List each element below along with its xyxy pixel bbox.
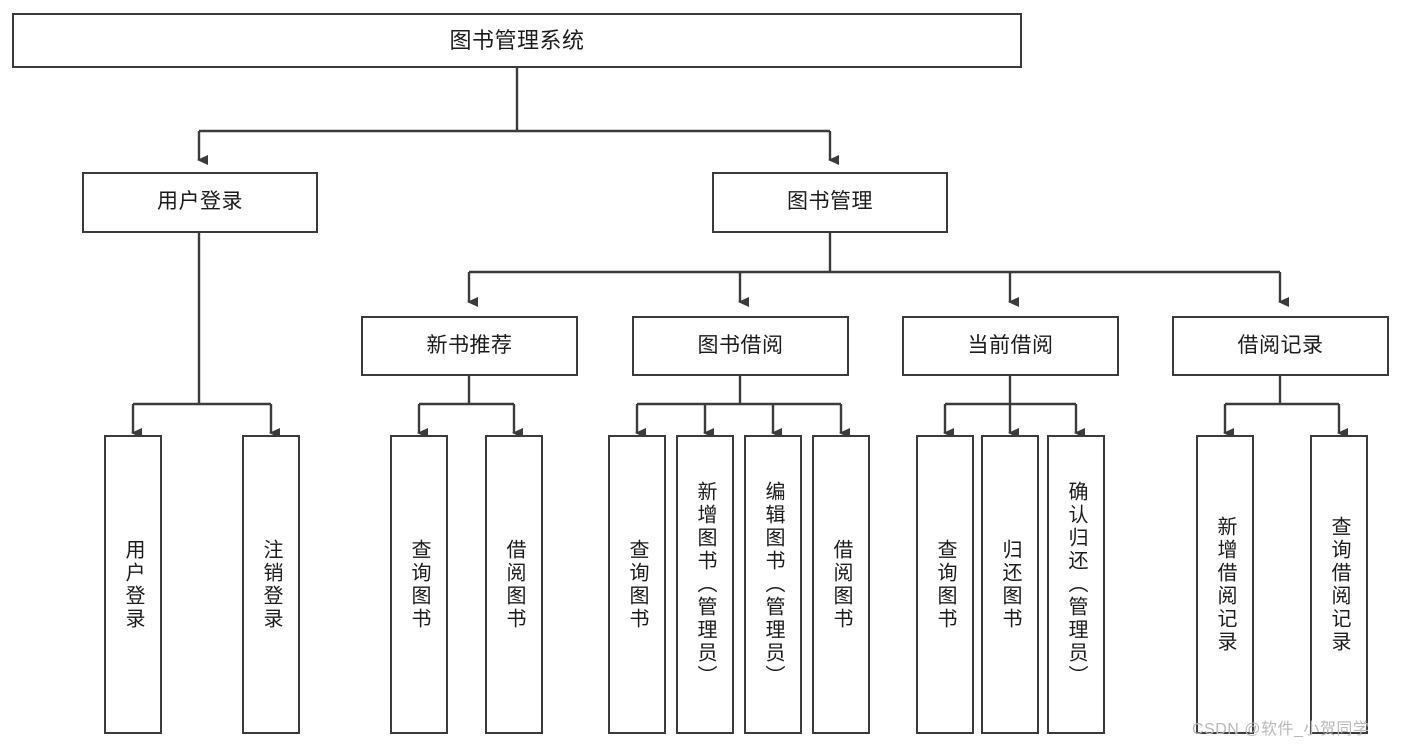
leaf-new-book-query[interactable]: 查询图书 xyxy=(390,435,448,734)
leaf-current-return-book[interactable]: 归还图书 xyxy=(981,435,1039,734)
node-user-login[interactable]: 用户登录 xyxy=(82,172,318,233)
leaf-user-login-login[interactable]: 用户登录 xyxy=(104,435,162,734)
node-label: 查询借阅记录 xyxy=(1328,515,1350,654)
node-label: 用户登录 xyxy=(122,538,144,631)
leaf-record-add-record[interactable]: 新增借阅记录 xyxy=(1196,435,1254,734)
leaf-borrow-add-book[interactable]: 新增图书（管理员） xyxy=(676,435,734,734)
node-book-management[interactable]: 图书管理 xyxy=(712,172,948,233)
node-label: 借阅记录 xyxy=(1237,333,1324,357)
csdn-watermark: CSDN @软件_小贺同学 xyxy=(1192,721,1370,738)
node-label: 查询图书 xyxy=(934,538,956,631)
node-label: 借阅图书 xyxy=(503,538,525,631)
leaf-borrow-borrow-book[interactable]: 借阅图书 xyxy=(812,435,870,734)
node-label: 新书推荐 xyxy=(426,333,513,357)
node-new-book-recommend[interactable]: 新书推荐 xyxy=(361,316,578,376)
node-label: 查询图书 xyxy=(408,538,430,631)
leaf-current-confirm-return[interactable]: 确认归还（管理员） xyxy=(1047,435,1105,734)
node-label: 查询图书 xyxy=(626,538,648,631)
node-borrow-record[interactable]: 借阅记录 xyxy=(1172,316,1389,376)
node-label: 确认归还（管理员） xyxy=(1065,481,1087,688)
node-label: 图书借阅 xyxy=(697,333,784,357)
leaf-borrow-edit-book[interactable]: 编辑图书（管理员） xyxy=(744,435,802,734)
node-label: 新增借阅记录 xyxy=(1214,515,1236,654)
node-label: 归还图书 xyxy=(999,538,1021,631)
node-book-borrow[interactable]: 图书借阅 xyxy=(632,316,849,376)
node-label: 借阅图书 xyxy=(830,538,852,631)
node-label: 编辑图书（管理员） xyxy=(762,481,784,688)
node-label: 新增图书（管理员） xyxy=(694,481,716,688)
node-current-borrow[interactable]: 当前借阅 xyxy=(902,316,1119,376)
leaf-user-login-logout[interactable]: 注销登录 xyxy=(242,435,300,734)
node-root-system[interactable]: 图书管理系统 xyxy=(12,13,1022,68)
node-label: 图书管理系统 xyxy=(449,27,585,53)
leaf-current-query-book[interactable]: 查询图书 xyxy=(916,435,974,734)
node-label: 图书管理 xyxy=(787,190,873,214)
node-label: 当前借阅 xyxy=(967,333,1054,357)
node-label: 注销登录 xyxy=(260,538,282,631)
leaf-borrow-query-book[interactable]: 查询图书 xyxy=(608,435,666,734)
leaf-record-query-record[interactable]: 查询借阅记录 xyxy=(1310,435,1368,734)
node-label: 用户登录 xyxy=(157,190,243,214)
leaf-new-book-borrow[interactable]: 借阅图书 xyxy=(485,435,543,734)
